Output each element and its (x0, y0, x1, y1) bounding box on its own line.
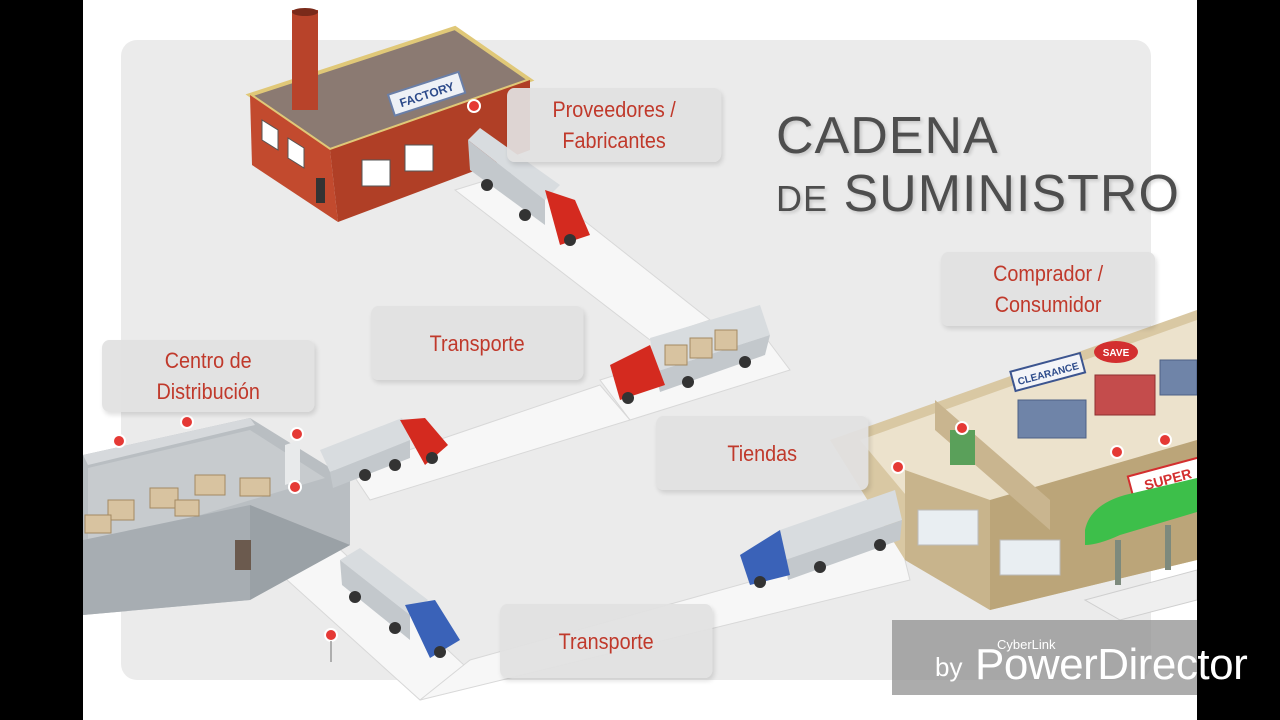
label-proveedores: Proveedores / Fabricantes (507, 88, 721, 162)
diagram-title: CADENA DE SUMINISTRO (776, 110, 1180, 220)
label-transporte-bottom: Transporte (500, 604, 712, 678)
watermark-by: by (935, 652, 962, 683)
title-line2-main: SUMINISTRO (843, 165, 1179, 223)
label-proveedores-line2: Fabricantes (562, 125, 665, 156)
label-comprador-line2: Consumidor (995, 289, 1102, 320)
title-line2: DE SUMINISTRO (776, 168, 1180, 220)
label-centro-line1: Centro de (165, 345, 252, 376)
label-transporte-top-text: Transporte (430, 328, 525, 359)
title-line1: CADENA (776, 110, 1180, 162)
label-centro-distribucion: Centro de Distribución (102, 340, 314, 412)
watermark-brand: PowerDirector (975, 640, 1247, 690)
label-proveedores-line1: Proveedores / (552, 94, 675, 125)
label-tiendas: Tiendas (656, 416, 868, 490)
save-sign: SAVE (1094, 341, 1138, 363)
label-transporte-top: Transporte (371, 306, 583, 380)
label-tiendas-text: Tiendas (727, 438, 797, 469)
diagram-stage: FACTORY (83, 0, 1197, 720)
save-sign-text: SAVE (1103, 348, 1130, 359)
store-shelves-red (1095, 375, 1155, 415)
label-comprador: Comprador / Consumidor (941, 252, 1155, 326)
title-line2-prefix: DE (776, 178, 828, 219)
label-transporte-bottom-text: Transporte (559, 626, 654, 657)
label-centro-line2: Distribución (156, 376, 259, 407)
label-comprador-line1: Comprador / (993, 258, 1103, 289)
